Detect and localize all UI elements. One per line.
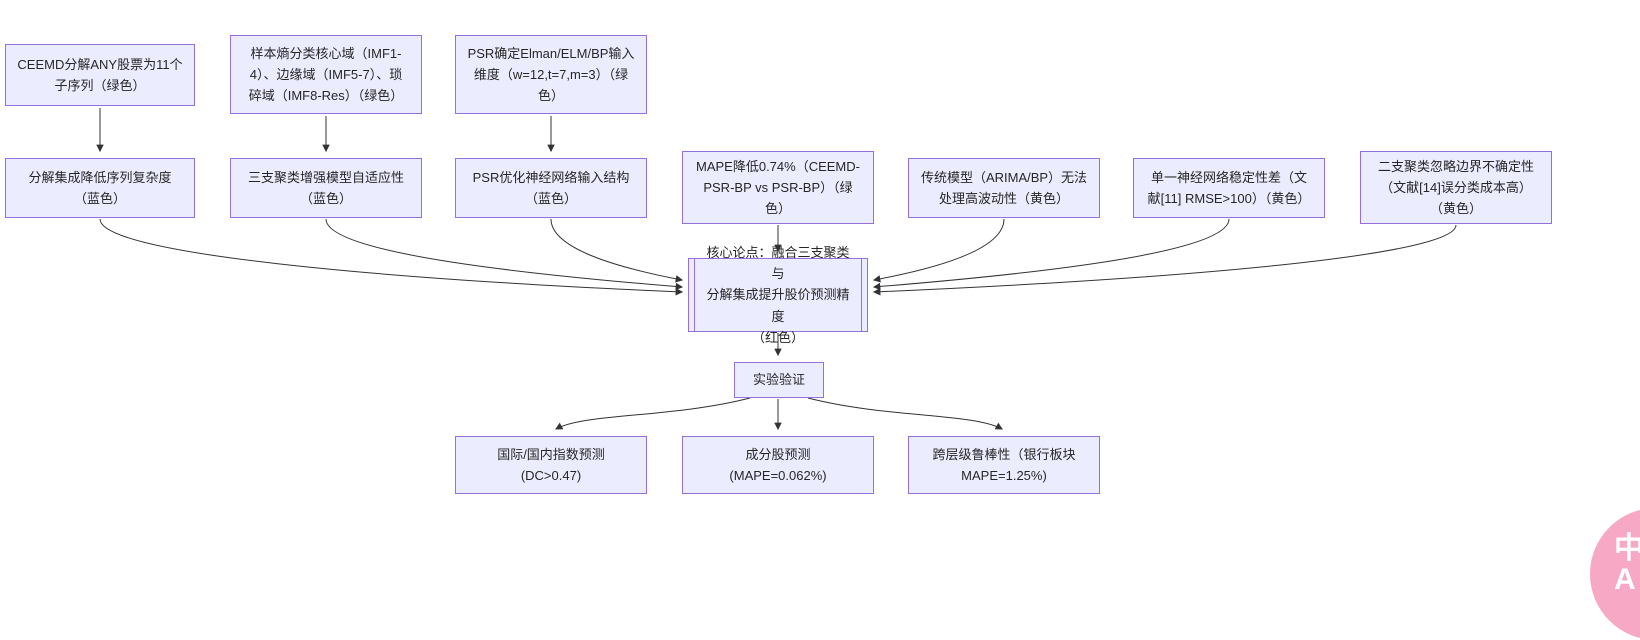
node-psr-input-dimension: PSR确定Elman/ELM/BP输入 维度（w=12,t=7,m=3）（绿 色… bbox=[455, 35, 647, 114]
node-sample-entropy: 样本熵分类核心域（IMF1- 4）、边缘域（IMF5-7）、琐 碎域（IMF8-… bbox=[230, 35, 422, 114]
edge-twoway-core bbox=[872, 224, 1457, 296]
edge-decomp-core bbox=[99, 218, 684, 296]
edge-psropt-core bbox=[550, 218, 684, 283]
node-experiment-validation: 实验验证 bbox=[734, 362, 824, 398]
node-three-way-clustering: 三支聚类增强模型自适应性 （蓝色） bbox=[230, 158, 422, 218]
edge-exp-robust bbox=[807, 397, 1003, 430]
translate-badge[interactable]: 中 A bbox=[1590, 508, 1640, 640]
edge-trad-core bbox=[872, 218, 1005, 283]
edge-singlenn-core bbox=[872, 218, 1230, 291]
node-core-thesis: 核心论点：融合三支聚类与 分解集成提升股价预测精度 （红色） bbox=[688, 245, 868, 345]
node-two-way-clustering: 二支聚类忽略边界不确定性 （文献[14]误分类成本高） （黄色） bbox=[1360, 151, 1552, 224]
node-psr-optimization: PSR优化神经网络输入结构 （蓝色） bbox=[455, 158, 647, 218]
node-single-nn-stability: 单一神经网络稳定性差（文 献[11] RMSE>100）（黄色） bbox=[1133, 158, 1325, 218]
node-component-prediction: 成分股预测 (MAPE=0.062%) bbox=[682, 436, 874, 494]
node-decompose-ensemble: 分解集成降低序列复杂度 （蓝色） bbox=[5, 158, 195, 218]
node-mape-reduction: MAPE降低0.74%（CEEMD- PSR-BP vs PSR-BP）（绿 色… bbox=[682, 151, 874, 224]
edge-exp-index bbox=[555, 397, 751, 430]
node-traditional-models: 传统模型（ARIMA/BP）无法 处理高波动性（黄色） bbox=[908, 158, 1100, 218]
node-cross-level-robustness: 跨层级鲁棒性（银行板块 MAPE=1.25%) bbox=[908, 436, 1100, 494]
flowchart-canvas: CEEMD分解ANY股票为11个 子序列（绿色） 样本熵分类核心域（IMF1- … bbox=[5, 35, 1640, 640]
node-index-prediction: 国际/国内指数预测 (DC>0.47) bbox=[455, 436, 647, 494]
edge-threeway-core bbox=[325, 218, 684, 291]
node-ceemd-decomposition: CEEMD分解ANY股票为11个 子序列（绿色） bbox=[5, 44, 195, 106]
